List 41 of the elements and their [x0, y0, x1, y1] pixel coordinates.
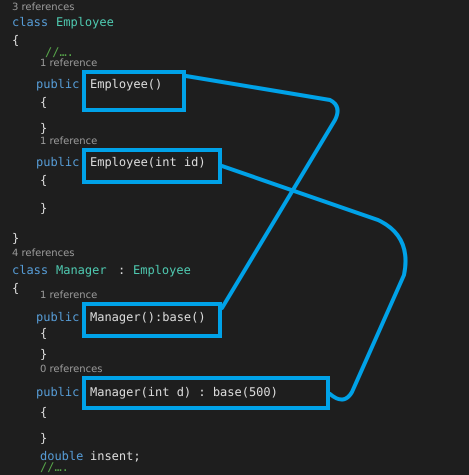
- constructor-signature: Manager(int d) : base(500): [90, 384, 279, 400]
- code-keyword: public: [36, 384, 80, 400]
- code-brace: }: [40, 120, 48, 136]
- highlight-box: [82, 302, 222, 338]
- class-name: Employee: [133, 262, 191, 278]
- constructor-signature: Employee(int id): [90, 154, 207, 170]
- code-brace: }: [40, 346, 48, 362]
- code-text: :: [118, 262, 126, 278]
- connector-line: [220, 164, 408, 402]
- constructor-signature: Employee(): [90, 76, 164, 92]
- code-keyword: double: [40, 448, 84, 463]
- class-name: Employee: [56, 14, 114, 30]
- code-brace: {: [40, 94, 48, 110]
- highlight-box: [82, 70, 186, 112]
- code-keyword: public: [36, 309, 80, 325]
- code-brace: }: [40, 430, 48, 446]
- code-brace: {: [12, 32, 20, 48]
- reference-count: 1 reference: [40, 58, 98, 70]
- constructor-signature: Manager():base(): [90, 309, 207, 325]
- code-comment: //….: [40, 460, 69, 475]
- reference-count: 3 references: [12, 2, 74, 14]
- reference-count: 4 references: [12, 248, 74, 260]
- reference-count: 1 reference: [40, 290, 98, 302]
- code-keyword: public: [36, 76, 80, 92]
- highlight-box: [82, 148, 222, 184]
- code-brace: }: [12, 230, 20, 246]
- highlight-box: [82, 376, 330, 410]
- code-brace: {: [12, 280, 20, 296]
- code-keyword: class: [12, 14, 48, 30]
- code-brace: {: [40, 404, 48, 420]
- reference-count: 1 reference: [40, 136, 98, 148]
- code-brace: {: [40, 172, 48, 188]
- code-text: insent;: [90, 448, 141, 464]
- code-brace: }: [40, 200, 48, 216]
- code-brace: {: [40, 325, 48, 341]
- reference-count: 0 references: [40, 364, 102, 376]
- class-name: Manager: [56, 262, 107, 278]
- code-keyword: class: [12, 262, 48, 278]
- connector-line: [184, 74, 340, 310]
- code-keyword: public: [36, 154, 80, 170]
- code-comment: //….: [45, 44, 74, 59]
